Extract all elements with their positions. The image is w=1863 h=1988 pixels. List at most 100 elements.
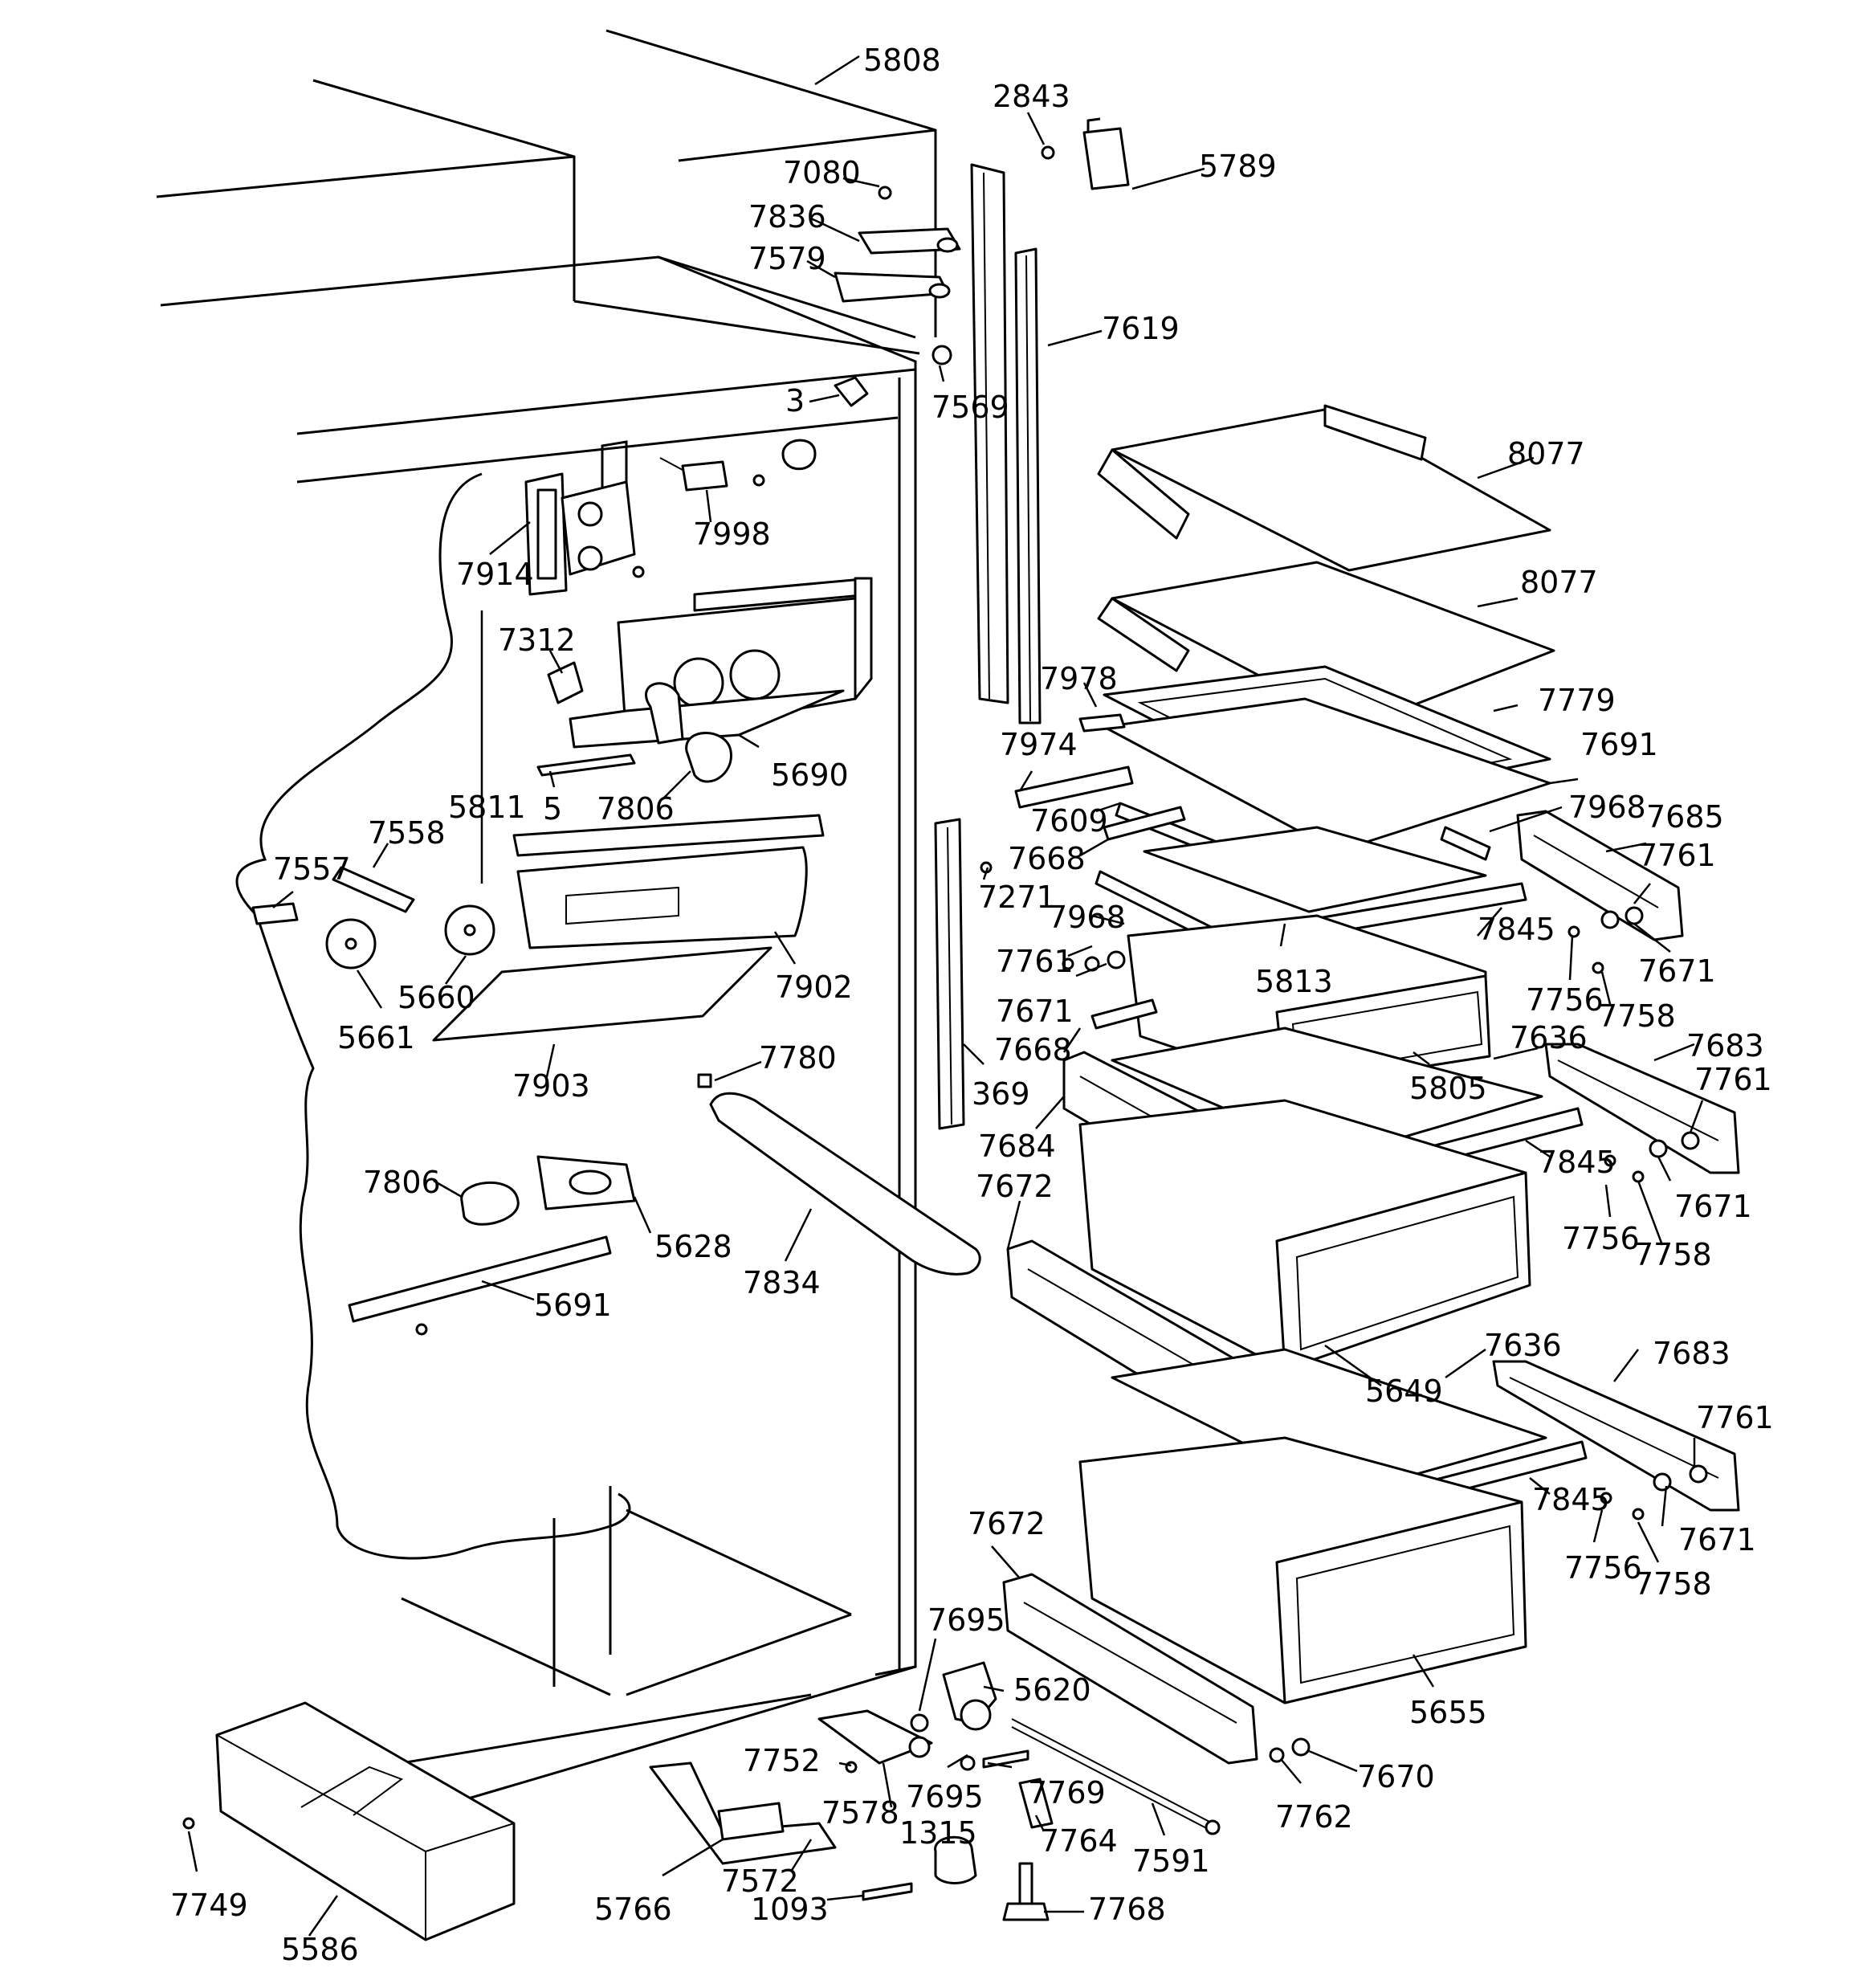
label-7636-b: 7636 [1484,1328,1562,1363]
cutaway-outline [235,472,631,1560]
label-7768: 7768 [1088,1892,1166,1927]
label-5813: 5813 [1255,964,1333,999]
label-7761-a: 7761 [1638,838,1716,873]
leveling-parts [862,1718,1311,1921]
rail-7978 [1078,713,1126,733]
label-7312: 7312 [498,623,576,658]
rail-7668-lower [1090,998,1158,1030]
label-1093: 1093 [751,1892,829,1927]
label-5766: 5766 [594,1892,672,1927]
roller-5620 [910,1661,997,1733]
label-7684: 7684 [978,1129,1056,1164]
label-5811: 5811 [448,790,526,825]
label-7609: 7609 [1030,803,1108,839]
rail-7974 [1014,765,1134,809]
label-7902: 7902 [775,970,853,1005]
door-rail-7619 [970,163,1042,725]
small-parts-left [251,866,712,1088]
label-8077-top: 8077 [1507,436,1585,471]
label-7845-c: 7845 [1532,1482,1610,1517]
rail-7968-right [1440,826,1491,861]
label-7695-a: 7695 [927,1602,1005,1638]
cabinet-outline [156,29,937,1801]
drawer-5655 [1078,1436,1527,1704]
shelf-8077-top [1097,404,1551,572]
label-7670: 7670 [1357,1759,1435,1794]
cam-5766 [649,1761,837,1865]
label-7579: 7579 [748,241,826,276]
label-7903: 7903 [512,1068,590,1104]
leader-lines [187,55,1704,1937]
compressor-cover-5586 [182,1701,516,1941]
label-7914: 7914 [456,557,534,592]
label-5620: 5620 [1013,1672,1091,1708]
label-7672-upper: 7672 [976,1169,1054,1204]
right-hardware [980,861,1708,1521]
label-7672-lower: 7672 [968,1506,1046,1541]
label-7558: 7558 [368,815,446,851]
shelf-rail-369 [934,818,965,1130]
drawer-5649 [1078,1099,1531,1371]
label-7758-a: 7758 [1598,998,1676,1034]
label-2843: 2843 [993,79,1070,114]
bracket-7672-lower [1002,1573,1258,1765]
label-5586: 5586 [281,1932,359,1967]
label-7685: 7685 [1646,799,1724,835]
label-5690: 5690 [771,757,849,793]
bracket-7685 [1516,810,1684,941]
label-7764: 7764 [1040,1823,1118,1859]
label-7671-d: 7671 [1678,1522,1756,1557]
label-5660: 5660 [397,980,475,1015]
label-5661: 5661 [337,1020,415,1055]
label-7691: 7691 [1580,727,1658,762]
label-7668-upper: 7668 [1008,841,1086,876]
label-7749: 7749 [170,1888,248,1923]
bulb-7806-upper [645,682,732,783]
label-7683-a: 7683 [1686,1028,1764,1063]
label-5628: 5628 [654,1229,732,1264]
light-housing-5690 [569,577,873,749]
label-7758-b: 7758 [1634,1237,1712,1272]
label-5691: 5691 [534,1288,612,1323]
label-5: 5 [543,791,562,827]
label-7671-c: 7671 [1674,1189,1752,1224]
label-7752: 7752 [743,1743,821,1778]
label-1315: 1315 [899,1815,977,1851]
label-7836: 7836 [748,199,826,235]
bracket-5691 [348,1235,612,1336]
label-7806-lower: 7806 [363,1165,441,1200]
label-7756-a: 7756 [1526,982,1604,1018]
label-7779: 7779 [1538,683,1616,718]
label-7968-right: 7968 [1568,790,1646,825]
label-7968-left: 7968 [1048,900,1126,935]
label-7557: 7557 [273,851,351,887]
light-shield-7902 [516,846,808,949]
label-7758-c: 7758 [1634,1566,1712,1602]
label-7671-a: 7671 [1638,953,1716,989]
part-5 [536,753,636,777]
label-7578: 7578 [821,1795,899,1831]
bulb-socket-7806-lower [460,1155,636,1226]
label-8077-middle: 8077 [1520,565,1598,600]
label-7695-b: 7695 [906,1779,984,1815]
label-7671-b: 7671 [996,994,1074,1029]
label-7080: 7080 [783,155,861,190]
label-5808: 5808 [863,43,941,78]
bracket-7683-lower [1492,1360,1740,1512]
bracket-5811 [512,814,825,857]
label-7769: 7769 [1028,1775,1106,1810]
label-7761-c: 7761 [1694,1062,1772,1097]
temperature-control-7914 [524,472,645,596]
label-7762: 7762 [1275,1799,1353,1835]
label-7845-b: 7845 [1538,1145,1616,1180]
label-7636-a: 7636 [1510,1020,1588,1055]
top-hinge-assembly [834,117,1130,407]
label-7998: 7998 [693,516,771,552]
switch-7998 [659,439,817,492]
label-7668-lower: 7668 [994,1032,1072,1067]
light-lens-7903 [432,946,773,1042]
label-7271: 7271 [978,880,1056,915]
label-7756-b: 7756 [1562,1221,1640,1256]
label-7845-a: 7845 [1478,912,1555,947]
